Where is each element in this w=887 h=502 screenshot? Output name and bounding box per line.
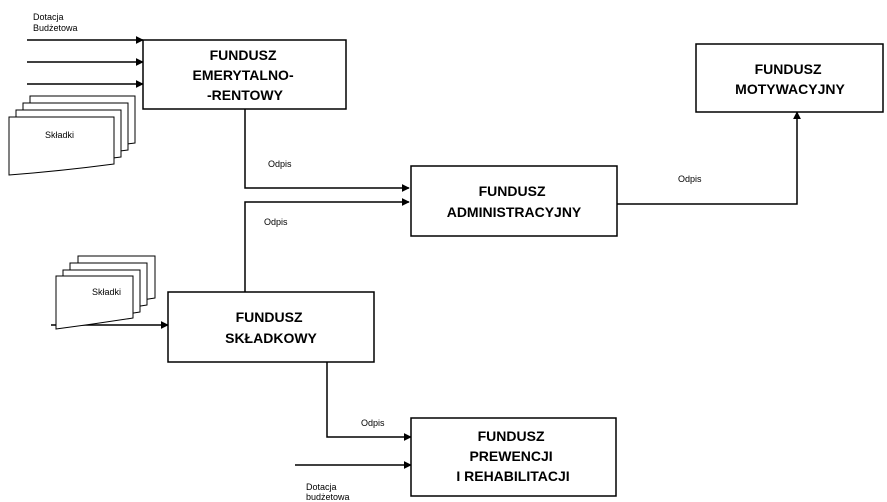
- box-fundusz-administracyjny: FUNDUSZ ADMINISTRACYJNY: [410, 165, 618, 237]
- odpis-label-motywacyjny: Odpis: [678, 174, 702, 184]
- flow-skladkowy-to-prewencji: [326, 362, 412, 441]
- box-fundusz-skladkowy: FUNDUSZ SKŁADKOWY: [167, 291, 375, 363]
- svg-text:FUNDUSZ MOTYWACYJNY: FUNDUSZ MOTYWACYJNY: [735, 61, 845, 97]
- svg-text:FUNDUSZ ADMINISTRACYJNY: FUNDUSZ ADMINISTRACYJNY: [447, 183, 582, 220]
- odpis-label-prewencji: Odpis: [361, 418, 385, 428]
- svg-text:FUNDUSZ EMERYTALNO-: FUNDUSZ EMERYTALNO- -RENTOWY: [193, 47, 298, 103]
- dotacja-budzetowa-label-top: Dotacja Budżetowa: [33, 12, 78, 33]
- svg-text:FUNDUSZ SKŁADKOWY: FUNDUSZ SKŁADKOWY: [225, 309, 317, 346]
- box-fundusz-emerytalno-rentowy: FUNDUSZ EMERYTALNO- -RENTOWY: [142, 39, 347, 110]
- dotacja-budzetowa-label-bottom: Dotacja budżetowa: [306, 482, 350, 502]
- skladki-documents-top: [8, 95, 136, 176]
- odpis-label-emerytalno: Odpis: [268, 159, 292, 169]
- flow-emerytalno-to-administracyjny: [244, 109, 410, 192]
- svg-text:FUNDUSZ PREWENCJI: FUNDUSZ PREWENCJI I REHABILITACJI: [456, 428, 569, 484]
- skladki-label-top: Składki: [45, 130, 74, 140]
- skladki-label-middle: Składki: [92, 287, 121, 297]
- box-fundusz-prewencji-i-rehabilitacji: FUNDUSZ PREWENCJI I REHABILITACJI: [410, 417, 617, 497]
- odpis-label-skladkowy: Odpis: [264, 217, 288, 227]
- skladki-documents-middle: [55, 255, 156, 330]
- flow-skladkowy-to-administracyjny: [244, 198, 410, 292]
- flow-administracyjny-to-motywacyjny: [617, 111, 801, 205]
- box-fundusz-motywacyjny: FUNDUSZ MOTYWACYJNY: [695, 43, 884, 113]
